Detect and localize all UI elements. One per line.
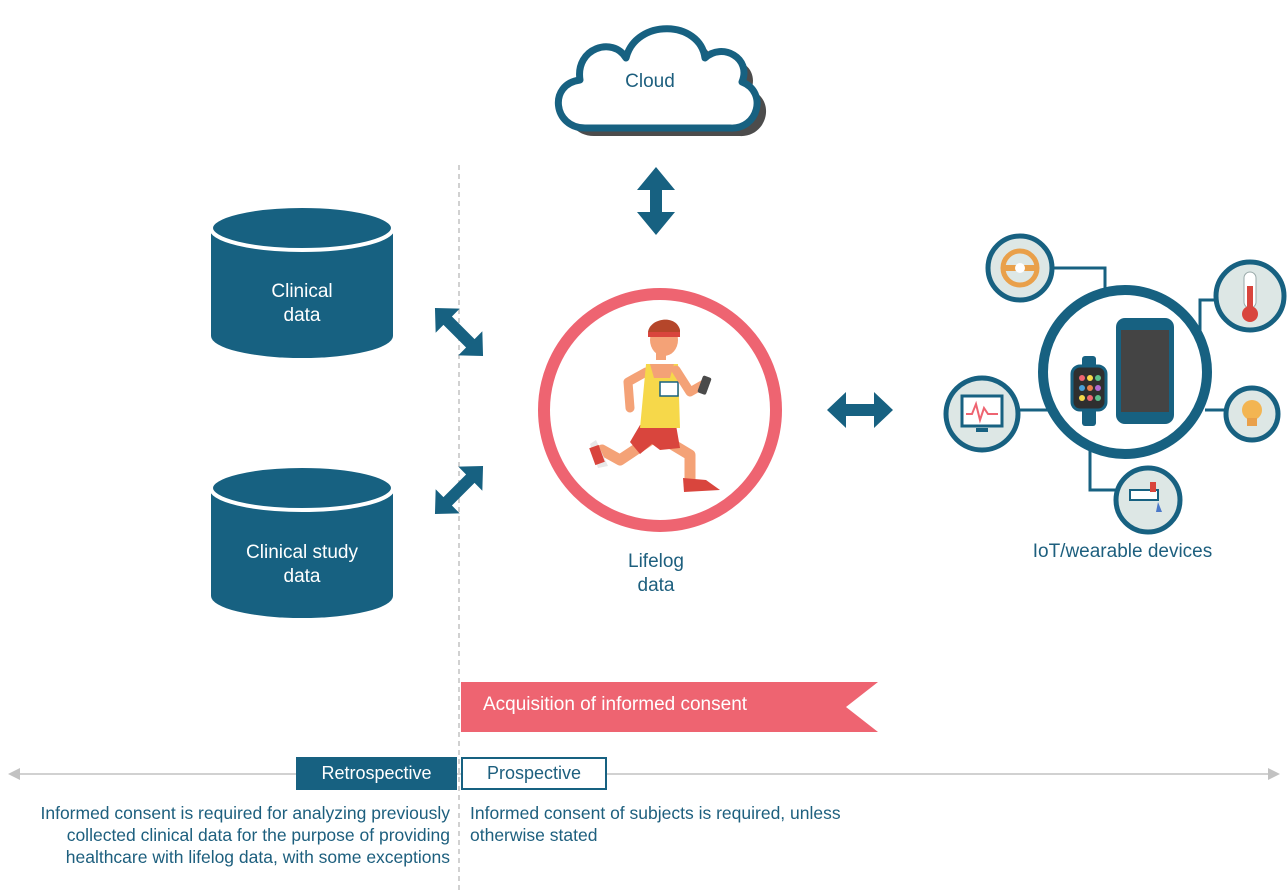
retrospective-note: Informed consent is required for analyzi… (40, 803, 450, 867)
runner-icon (589, 319, 720, 492)
iot-hub (1020, 266, 1252, 492)
clinical-lifelog-arrow (434, 307, 484, 357)
thermometer-icon (1213, 259, 1287, 333)
clinical-study-data-label: Clinical study data (246, 542, 358, 587)
prospective-tag (461, 757, 607, 790)
prospective-label: Prospective (486, 763, 582, 783)
timeline-axis (8, 768, 1280, 780)
clinical-data-label: Clinical data (271, 281, 333, 326)
iot-label: IoT/wearable devices (1032, 541, 1213, 562)
retrospective-label: Retrospective (321, 763, 432, 783)
consent-banner-label: Acquisition of informed consent (483, 694, 748, 715)
study-lifelog-arrow (434, 465, 484, 515)
cloud-lifelog-arrow (637, 167, 675, 235)
monitor-icon (943, 375, 1021, 453)
light-bulb-icon (1223, 385, 1281, 443)
cloud-icon (554, 25, 767, 137)
consent-banner (461, 682, 878, 732)
retrospective-tag (296, 757, 457, 790)
clinical-study-data-cylinder (209, 464, 395, 618)
prospective-note: Informed consent of subjects is required… (470, 803, 841, 845)
steering-wheel-icon (985, 233, 1055, 303)
clinical-data-cylinder (209, 204, 395, 358)
faucet-icon (1113, 465, 1183, 535)
cloud-label: Cloud (625, 71, 675, 92)
lifelog-iot-arrow (827, 392, 893, 428)
lifelog-label: Lifelog data (628, 551, 684, 596)
